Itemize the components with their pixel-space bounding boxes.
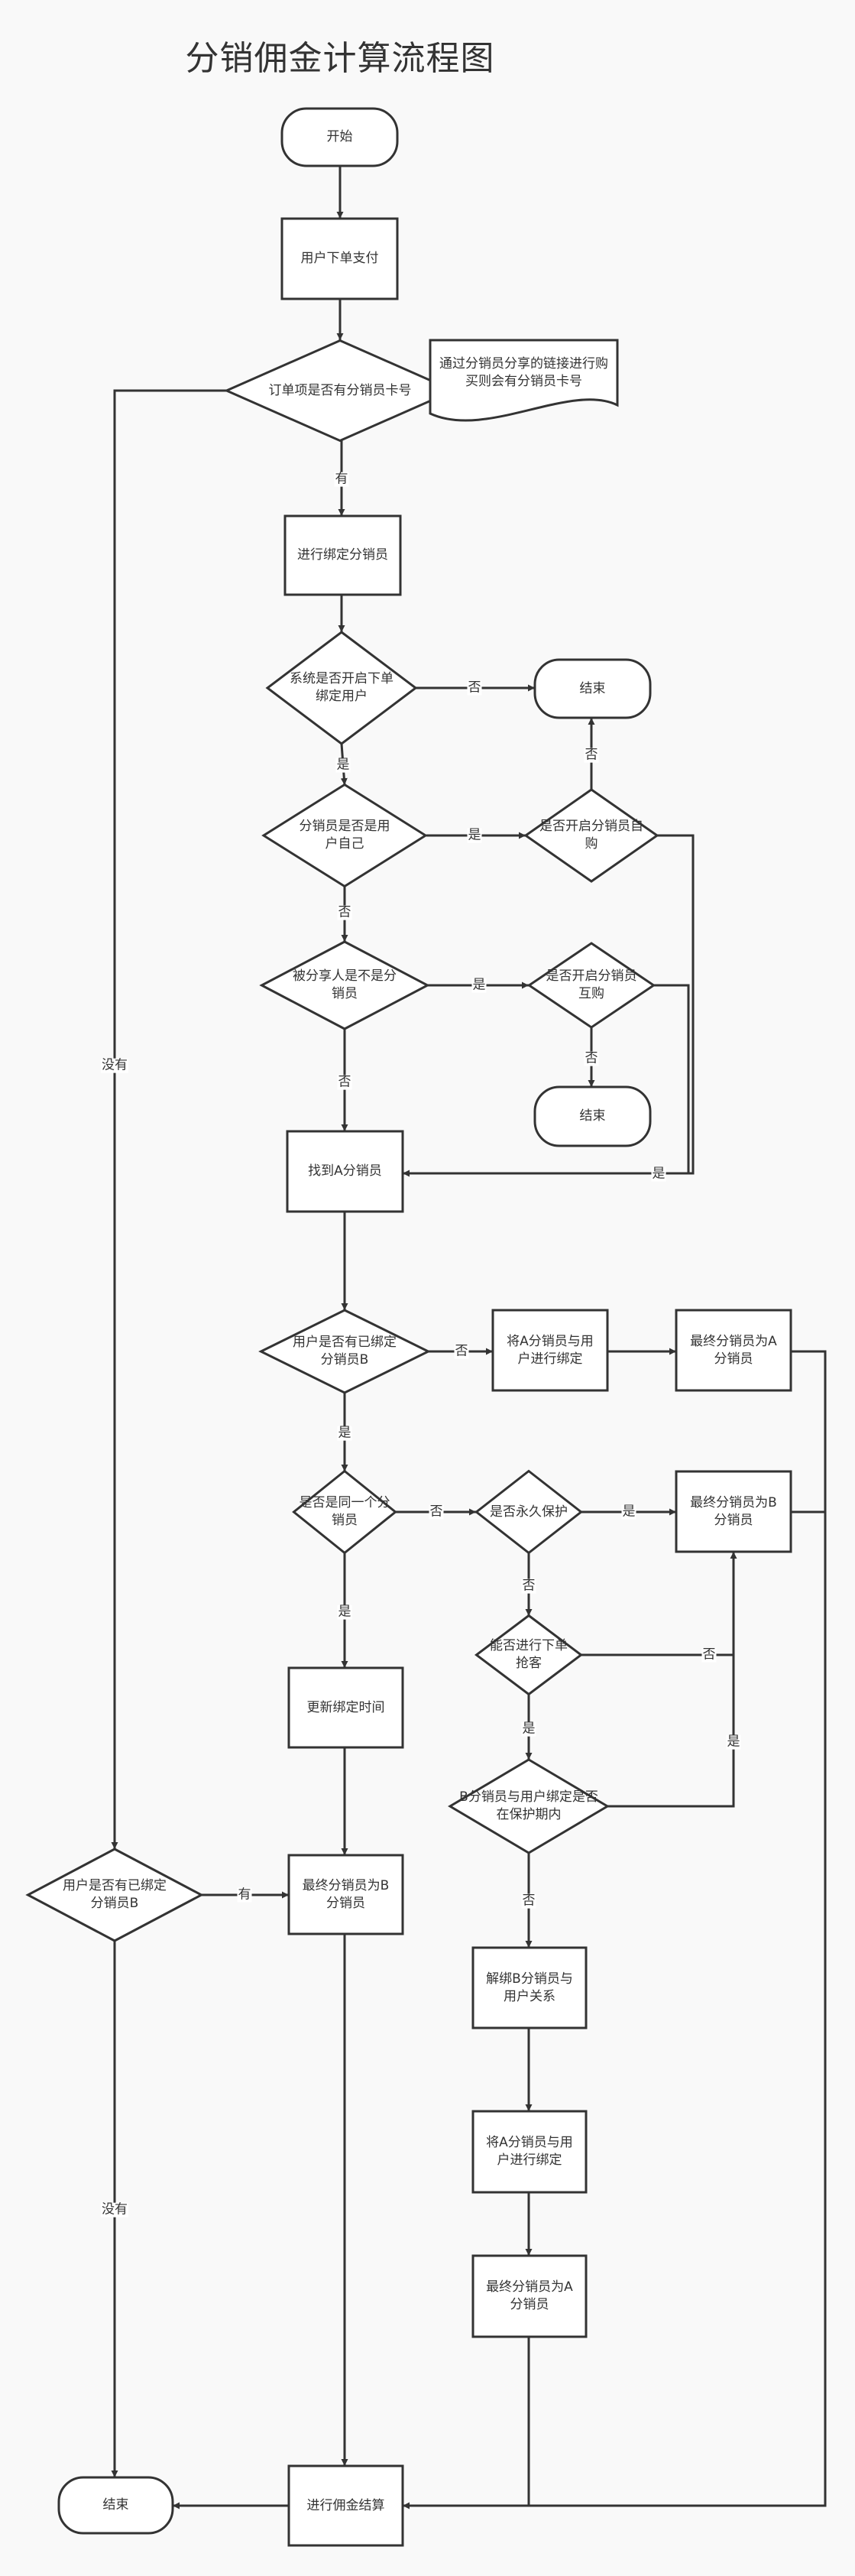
edge-label-no-has: 没有: [101, 2201, 128, 2218]
node-d-grab[interactable]: [474, 1614, 583, 1696]
node-settle[interactable]: [287, 2464, 404, 2547]
diagram-title: 分销佣金计算流程图: [185, 39, 495, 78]
edge-label-no: 否: [584, 1050, 599, 1066]
edge-label-no: 否: [467, 680, 482, 696]
node-final-b2[interactable]: [287, 1854, 404, 1935]
edge-label-yes: 是: [337, 1604, 352, 1620]
connector-arrow: [111, 389, 226, 1849]
node-d-protect[interactable]: [448, 1758, 610, 1854]
node-d-perm[interactable]: [474, 1469, 583, 1555]
node-pay[interactable]: [280, 217, 399, 300]
connector-arrow: [653, 984, 690, 1173]
node-end1[interactable]: [533, 658, 652, 719]
node-d-hasb[interactable]: [258, 1309, 431, 1394]
node-unbind[interactable]: [471, 1946, 588, 2029]
connector-arrow: [403, 834, 695, 1177]
edge-label-no-has: 没有: [101, 1057, 128, 1073]
edge-label-no: 否: [337, 904, 352, 920]
edge-label-no: 否: [701, 1646, 717, 1663]
node-find-a[interactable]: [286, 1130, 404, 1213]
connector-arrow: [403, 1350, 827, 2509]
edge-label-no: 否: [337, 1074, 352, 1090]
edge-label-yes: 是: [621, 1504, 636, 1520]
node-d-self[interactable]: [261, 783, 428, 888]
node-final-b1[interactable]: [675, 1470, 792, 1553]
node-d-same[interactable]: [292, 1469, 397, 1555]
node-final-a2[interactable]: [471, 2254, 588, 2338]
node-d-system[interactable]: [265, 631, 418, 745]
node-note[interactable]: [429, 339, 619, 422]
edge-label-yes: 是: [467, 827, 482, 843]
node-d-card[interactable]: [223, 339, 457, 443]
edge-label-has: 有: [334, 471, 349, 487]
edge-label-no: 否: [429, 1504, 444, 1520]
edge-label-no: 否: [521, 1893, 536, 1909]
node-bind-a[interactable]: [491, 1309, 609, 1392]
edge-label-yes: 是: [471, 977, 487, 993]
node-update[interactable]: [287, 1666, 404, 1749]
node-d-shared[interactable]: [259, 940, 430, 1030]
node-final-a1[interactable]: [675, 1309, 792, 1392]
edge-label-has: 有: [237, 1887, 252, 1903]
edge-label-yes: 是: [521, 1721, 536, 1737]
edge-label-no: 否: [454, 1343, 469, 1359]
node-d-selfbuy[interactable]: [523, 788, 659, 883]
edge-label-yes: 是: [337, 1425, 352, 1441]
connector-arrow: [607, 1552, 737, 1808]
node-bind-a2[interactable]: [471, 2110, 588, 2194]
edge-label-yes: 是: [651, 1166, 666, 1182]
node-d-hasb2[interactable]: [25, 1848, 204, 1942]
edge-label-yes: 是: [726, 1734, 741, 1750]
node-bind[interactable]: [283, 514, 402, 596]
node-d-mutual[interactable]: [526, 942, 656, 1029]
node-end2[interactable]: [533, 1085, 652, 1147]
edge-label-no: 否: [521, 1578, 536, 1594]
edge-label-yes: 是: [335, 757, 351, 773]
edge-label-no: 否: [584, 747, 599, 763]
node-end3[interactable]: [57, 2476, 174, 2535]
node-start[interactable]: [280, 107, 399, 167]
